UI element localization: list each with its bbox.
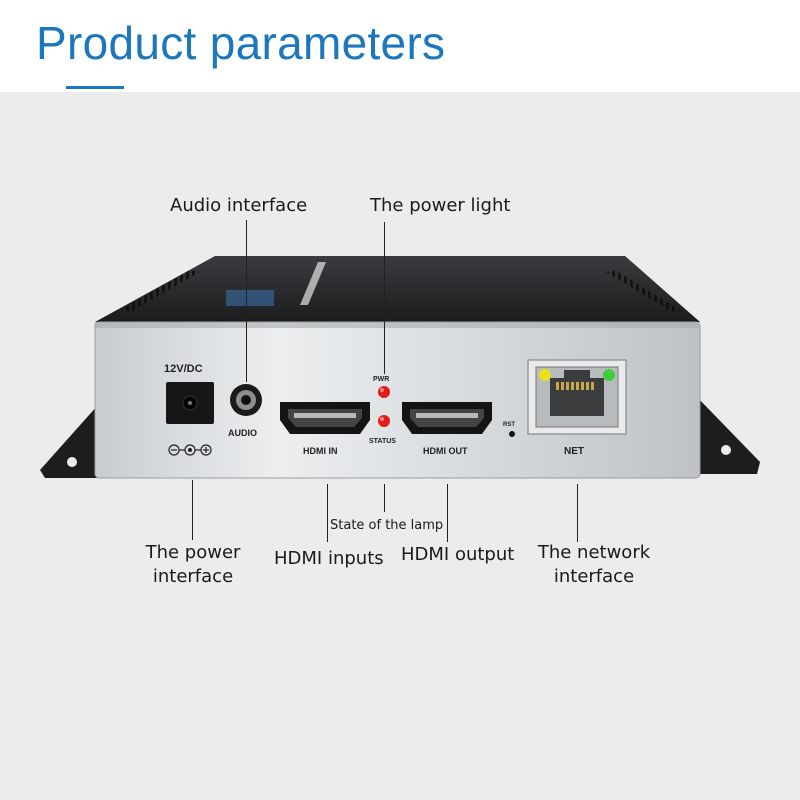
hdmi-in-port [280, 402, 370, 434]
power-interface-line1: The power [145, 542, 241, 563]
hdmi-output-label: HDMI output [401, 544, 515, 565]
pwr-led-label: PWR [373, 376, 389, 383]
polarity-icon [168, 444, 212, 456]
network-interface-line1: The network [537, 542, 651, 563]
reset-button [509, 431, 515, 437]
status-led [378, 415, 390, 427]
net-led-left [539, 369, 551, 381]
hdmi-inputs-label: HDMI inputs [274, 548, 384, 569]
lamp-state-leader-line [384, 484, 385, 512]
left-mounting-bracket [40, 405, 100, 478]
power-jack-label: 12V/DC [164, 363, 203, 375]
left-bracket-hole [67, 457, 77, 467]
page-title: Product parameters [36, 17, 446, 69]
header: Product parameters [0, 0, 800, 89]
hdmi-out-port [402, 402, 492, 434]
power-light-leader-line [384, 222, 385, 374]
top-logo-sticker [226, 290, 274, 306]
audio-jack-label: AUDIO [228, 428, 257, 438]
network-leader-line [577, 484, 578, 542]
net-led-right [603, 369, 615, 381]
hdmi-out-label: HDMI OUT [423, 446, 468, 456]
power-light-label: The power light [370, 195, 511, 216]
rj45-port [527, 359, 627, 435]
case-top [95, 256, 700, 322]
hdmi-in-label: HDMI IN [303, 446, 338, 456]
state-of-lamp-label: State of the lamp [330, 518, 444, 533]
audio-leader-line [246, 220, 247, 382]
network-interface-line2: interface [553, 566, 635, 587]
title-underline [66, 86, 124, 89]
power-interface-label: The power interface [138, 541, 248, 589]
hdmi-inputs-leader-line [327, 484, 328, 542]
pwr-led [378, 386, 390, 398]
right-mounting-bracket [695, 395, 760, 474]
rst-label: RST [503, 422, 515, 428]
audio-interface-label: Audio interface [170, 195, 308, 216]
right-bracket-hole [721, 445, 731, 455]
net-label: NET [564, 446, 584, 457]
status-led-label: STATUS [369, 438, 396, 445]
network-interface-label: The network interface [532, 541, 656, 589]
hdmi-output-leader-line [447, 484, 448, 542]
power-interface-line2: interface [152, 566, 234, 587]
power-interface-leader-line [192, 480, 193, 540]
